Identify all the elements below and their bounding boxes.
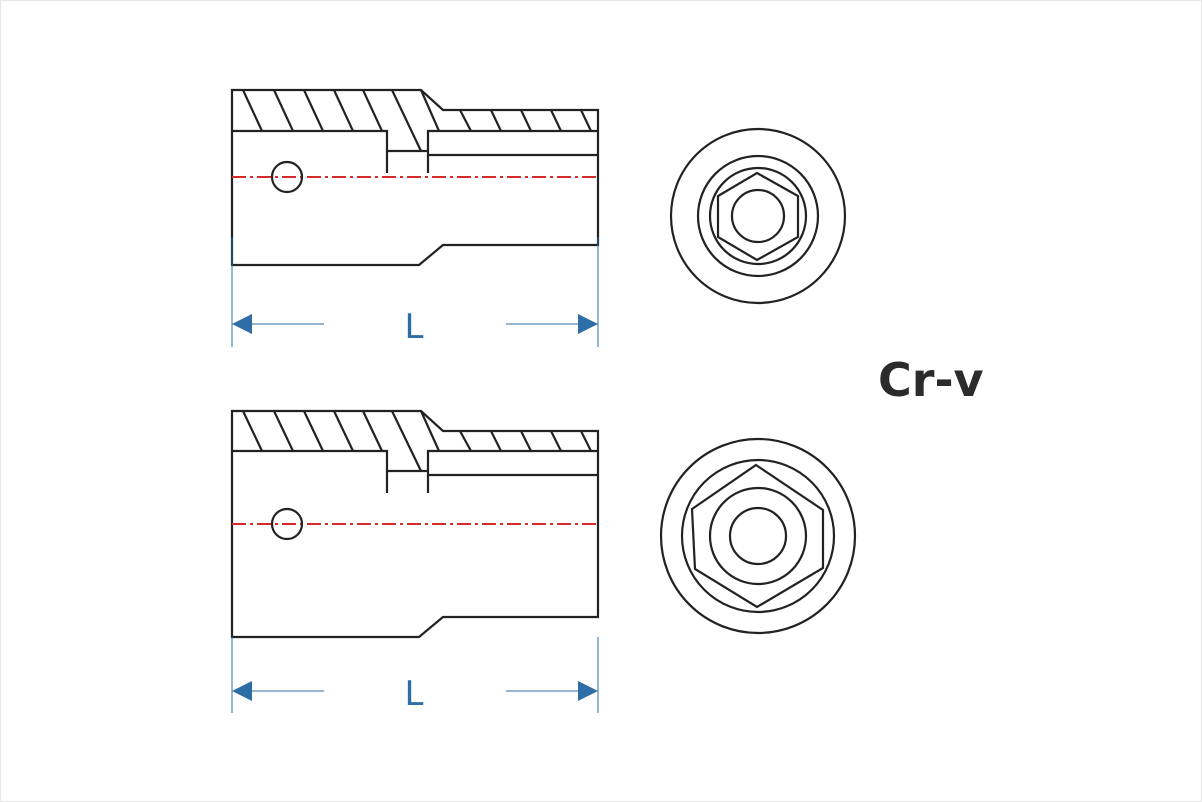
length-label: L xyxy=(405,674,424,714)
pin-hole xyxy=(270,160,304,194)
pin-hole xyxy=(270,507,304,541)
hex-icon xyxy=(690,463,825,609)
arrow-left-icon xyxy=(232,314,252,334)
outline xyxy=(230,409,600,639)
hex-icon xyxy=(716,171,800,262)
arrow-right-icon xyxy=(578,314,598,334)
material-label: Cr-v xyxy=(878,353,984,407)
socket-side-view-small xyxy=(230,88,600,267)
bore-line xyxy=(232,129,598,173)
socket-side-view-large xyxy=(230,409,600,639)
dimension-top: L xyxy=(231,237,599,347)
arrow-right-icon xyxy=(578,681,598,701)
hatching xyxy=(242,89,592,152)
socket-end-view-large xyxy=(659,437,857,635)
hatching xyxy=(242,410,592,472)
length-label: L xyxy=(405,307,424,347)
bore-line xyxy=(232,449,598,493)
dimension-bottom: L xyxy=(231,637,599,714)
socket-end-view-small xyxy=(669,127,847,305)
arrow-left-icon xyxy=(232,681,252,701)
